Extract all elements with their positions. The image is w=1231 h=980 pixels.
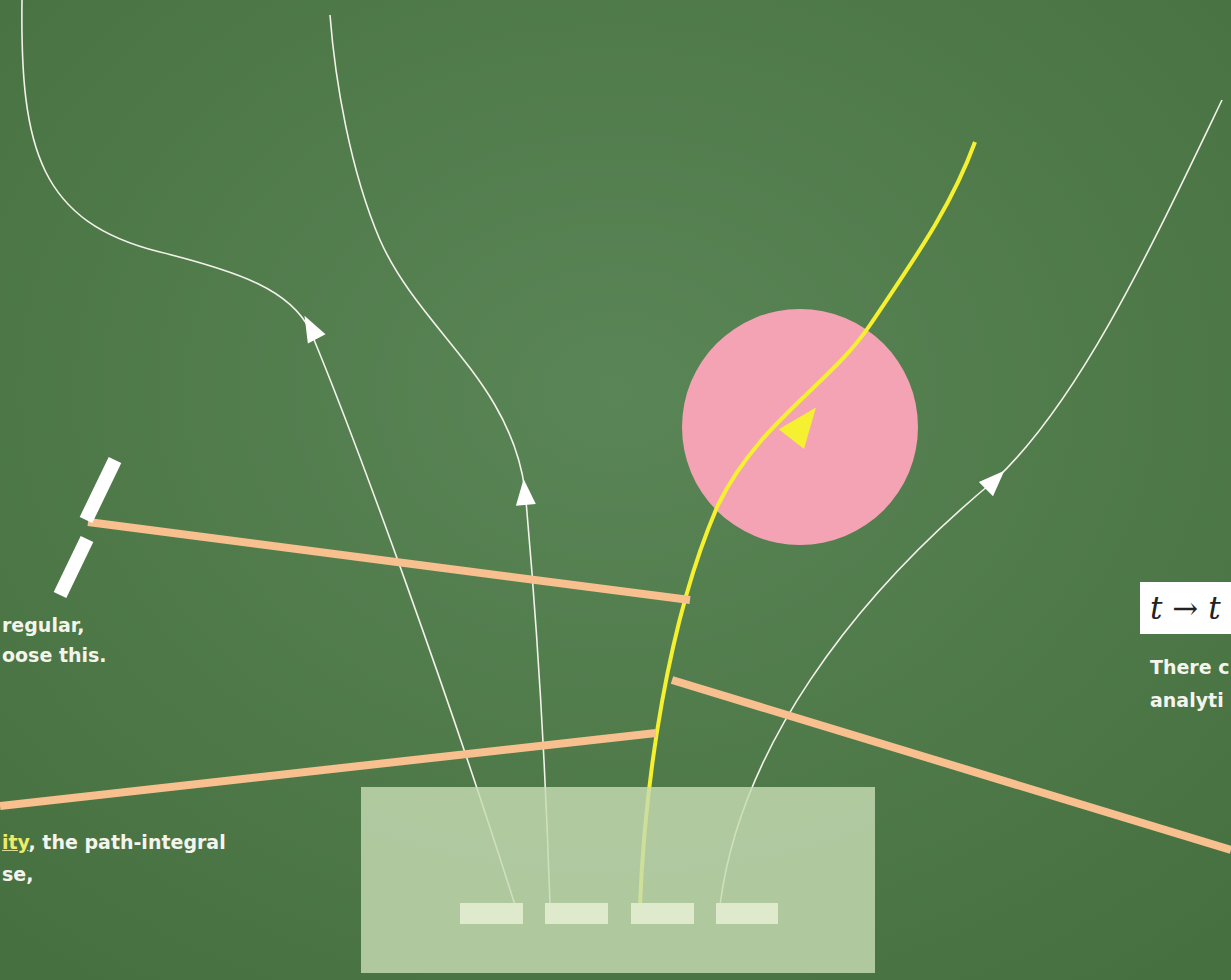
formula-text: t → t (1150, 590, 1221, 626)
source-slot (631, 903, 694, 924)
chalk-line: analyti (1150, 688, 1224, 712)
chalk-note: regular, (2, 614, 85, 636)
chalk-note: , the path-integral (29, 831, 226, 853)
chalk-line: ity, the path-integral (2, 830, 226, 854)
marker-bar (60, 539, 87, 595)
flow-line (22, 0, 515, 905)
source-slot (545, 903, 608, 924)
source-box (361, 787, 875, 973)
arrowhead (514, 478, 536, 506)
formula-box: t → t (1140, 582, 1231, 634)
marker-bar (86, 460, 115, 520)
chalk-line: se, (2, 862, 33, 886)
chalk-note: ity (2, 831, 29, 853)
flow-line (330, 15, 550, 905)
source-slot (716, 903, 778, 924)
chalk-line: There c (1150, 655, 1230, 679)
arrowhead (779, 398, 829, 449)
orange-line (88, 522, 690, 600)
chalk-note: oose this. (2, 644, 107, 666)
chalk-line: regular, (2, 613, 85, 637)
flow-line (720, 100, 1222, 905)
chalk-line: oose this. (2, 643, 107, 667)
chalk-note: se, (2, 863, 33, 885)
source-slot (460, 903, 523, 924)
arrowhead (979, 464, 1012, 497)
arrowhead (296, 311, 326, 343)
chalk-note: There c (1150, 656, 1230, 678)
chalk-note: analyti (1150, 689, 1224, 711)
